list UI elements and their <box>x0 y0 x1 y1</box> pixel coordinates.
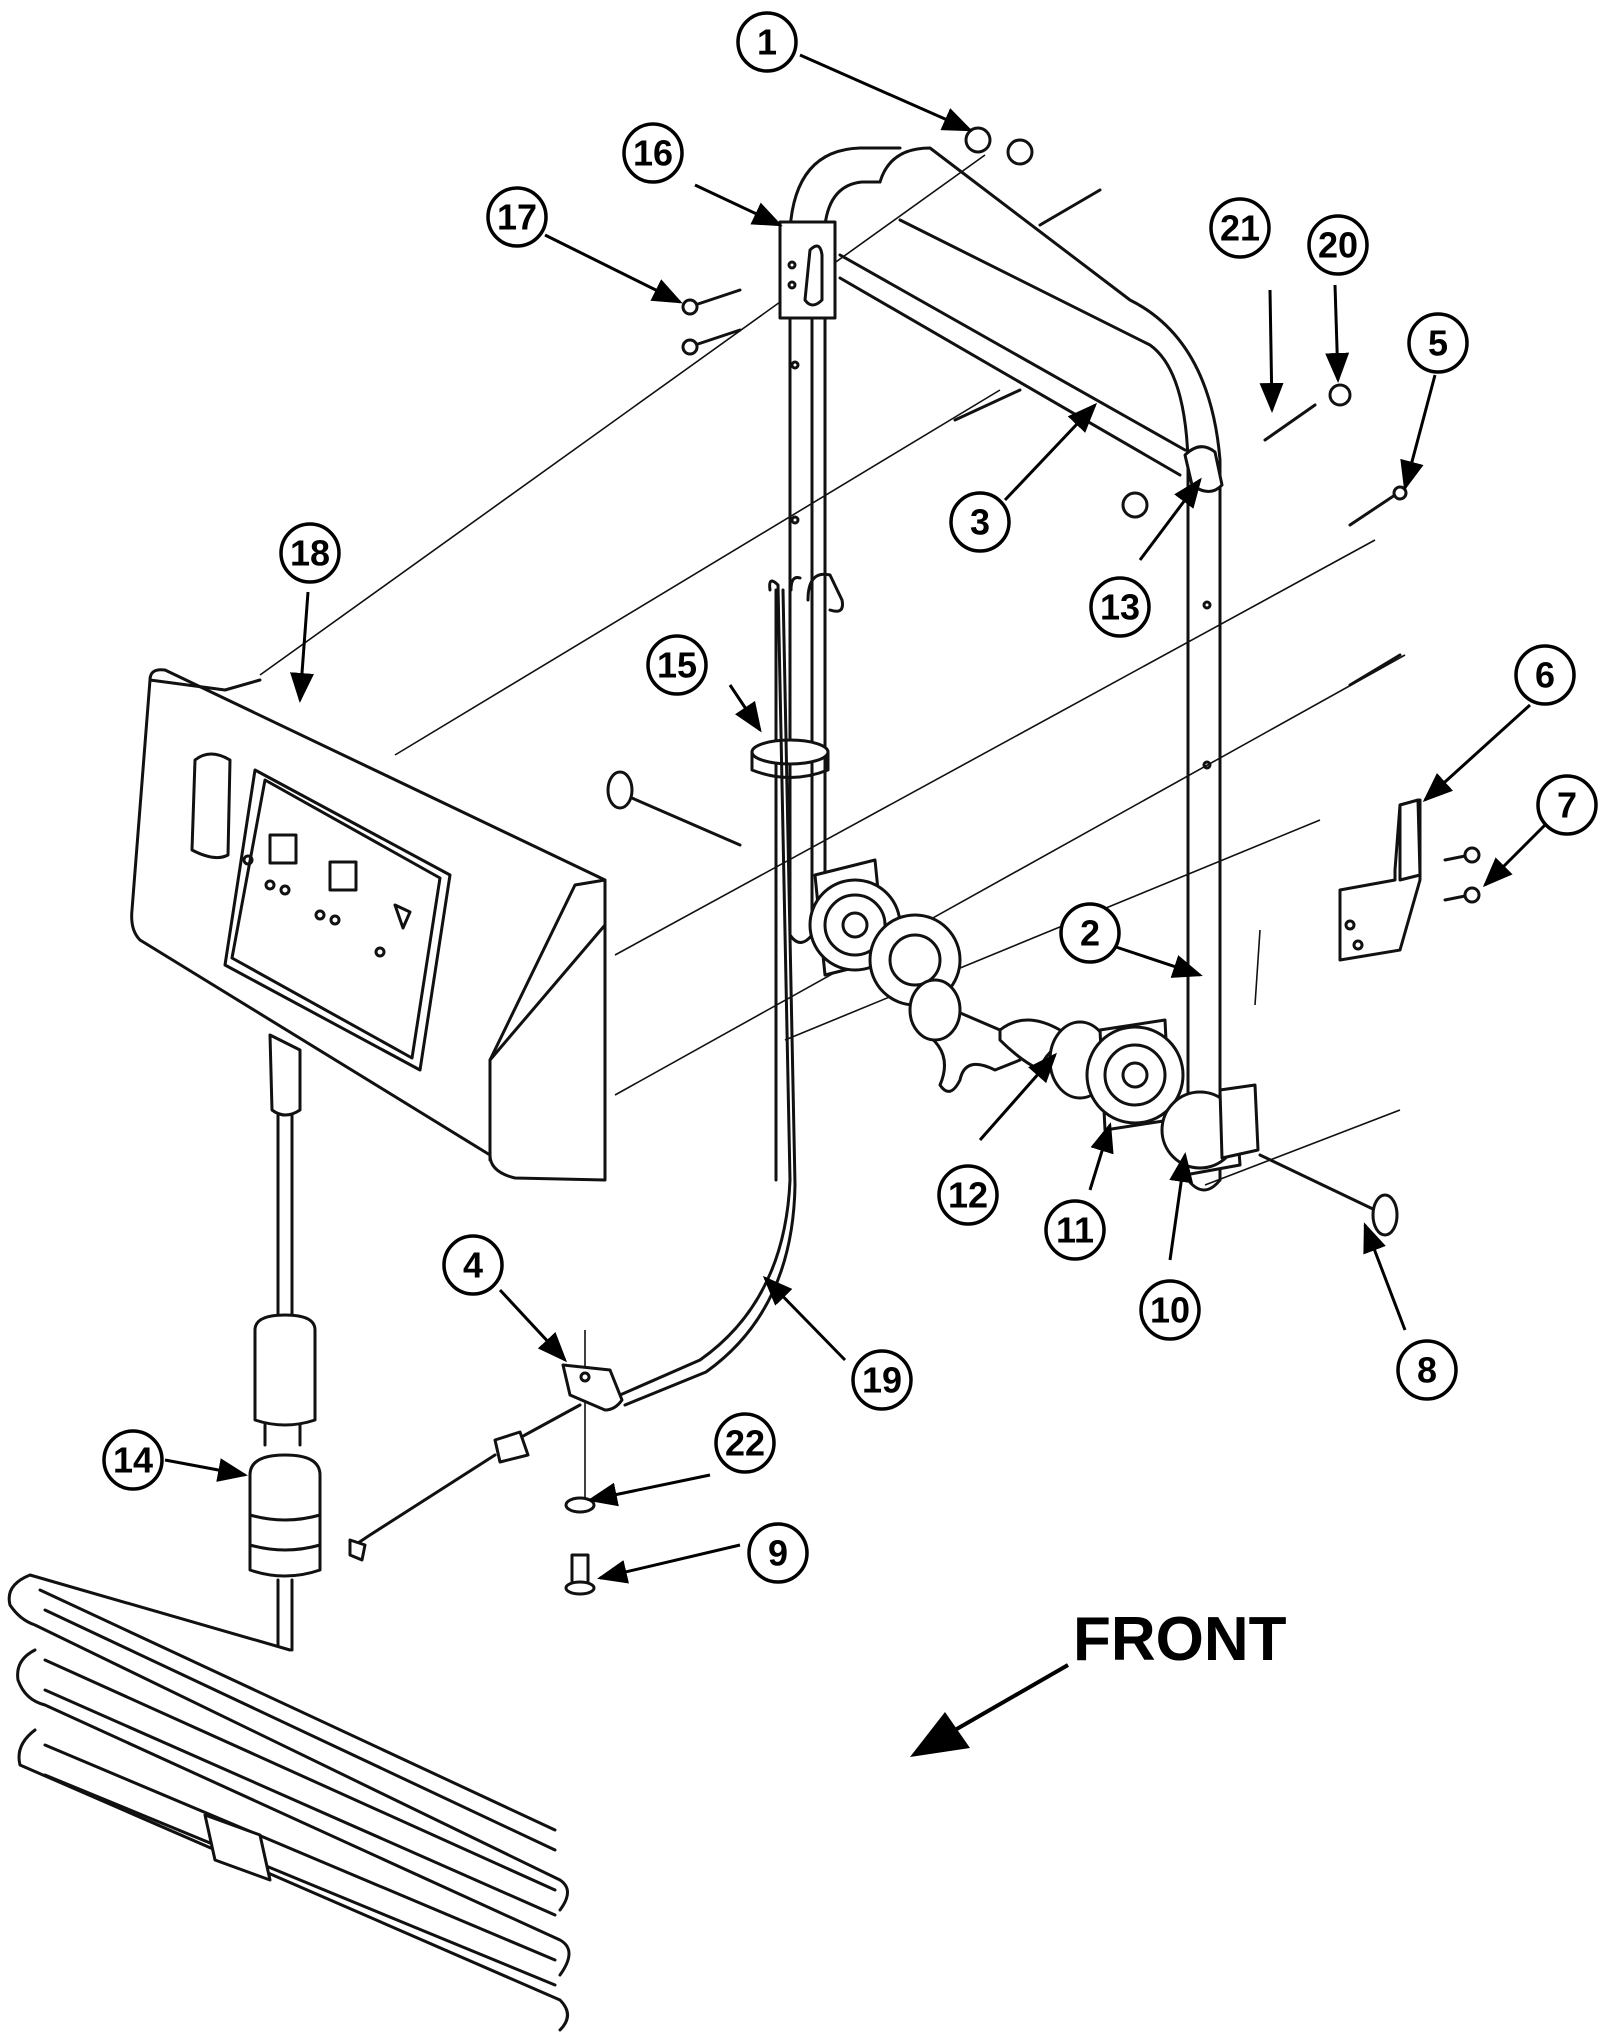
svg-text:5: 5 <box>1428 323 1448 364</box>
callout-17: 17 <box>486 186 548 248</box>
svg-text:10: 10 <box>1150 1290 1190 1331</box>
callout-4: 4 <box>442 1234 504 1296</box>
svg-text:9: 9 <box>768 1533 788 1574</box>
svg-text:11: 11 <box>1056 1210 1094 1251</box>
svg-text:14: 14 <box>113 1440 153 1481</box>
svg-text:15: 15 <box>657 645 697 686</box>
callout-18: 18 <box>279 522 341 584</box>
callout-16: 16 <box>622 122 684 184</box>
callout-5: 5 <box>1407 312 1469 374</box>
callout-6: 6 <box>1514 644 1576 706</box>
svg-text:17: 17 <box>497 197 537 238</box>
front-label: FRONT <box>1073 1605 1287 1674</box>
svg-text:8: 8 <box>1417 1350 1437 1391</box>
svg-text:18: 18 <box>290 533 330 574</box>
callout-1: 1 <box>736 11 798 73</box>
control-box <box>130 668 607 1182</box>
callout-14: 14 <box>102 1429 164 1491</box>
svg-text:3: 3 <box>970 502 990 543</box>
fasteners <box>564 126 1481 1596</box>
leader-lines <box>164 53 1552 1584</box>
callout-10: 10 <box>1139 1279 1201 1341</box>
callout-19: 19 <box>851 1349 913 1411</box>
svg-text:12: 12 <box>948 1175 988 1216</box>
alignment-lines <box>259 154 1406 1500</box>
svg-text:22: 22 <box>725 1423 765 1464</box>
svg-text:16: 16 <box>633 133 673 174</box>
callout-7: 7 <box>1536 774 1598 836</box>
callout-9: 9 <box>747 1522 809 1584</box>
callout-8: 8 <box>1396 1339 1458 1401</box>
callout-3: 3 <box>949 491 1011 553</box>
svg-text:21: 21 <box>1220 208 1260 249</box>
svg-text:19: 19 <box>862 1360 902 1401</box>
callout-11: 11 <box>1044 1199 1106 1261</box>
front-arrow <box>910 1663 1069 1757</box>
callout-13: 13 <box>1089 576 1151 638</box>
callout-15: 15 <box>646 634 708 696</box>
svg-text:6: 6 <box>1535 655 1555 696</box>
callout-2: 2 <box>1059 902 1121 964</box>
power-cord-and-element <box>7 1113 571 2032</box>
cable-19 <box>348 579 797 1562</box>
callout-12: 12 <box>937 1164 999 1226</box>
handle-mount-assembly <box>808 858 1260 1177</box>
callout-22: 22 <box>714 1412 776 1474</box>
callout-20: 20 <box>1307 214 1369 276</box>
svg-text:4: 4 <box>463 1245 483 1286</box>
svg-text:20: 20 <box>1318 225 1358 266</box>
svg-text:13: 13 <box>1100 587 1140 628</box>
svg-text:7: 7 <box>1557 785 1577 826</box>
svg-text:1: 1 <box>757 22 777 63</box>
svg-text:2: 2 <box>1080 913 1100 954</box>
handle-frame <box>750 146 1224 1192</box>
bracket-6 <box>1338 798 1422 962</box>
callout-21: 21 <box>1209 197 1271 259</box>
